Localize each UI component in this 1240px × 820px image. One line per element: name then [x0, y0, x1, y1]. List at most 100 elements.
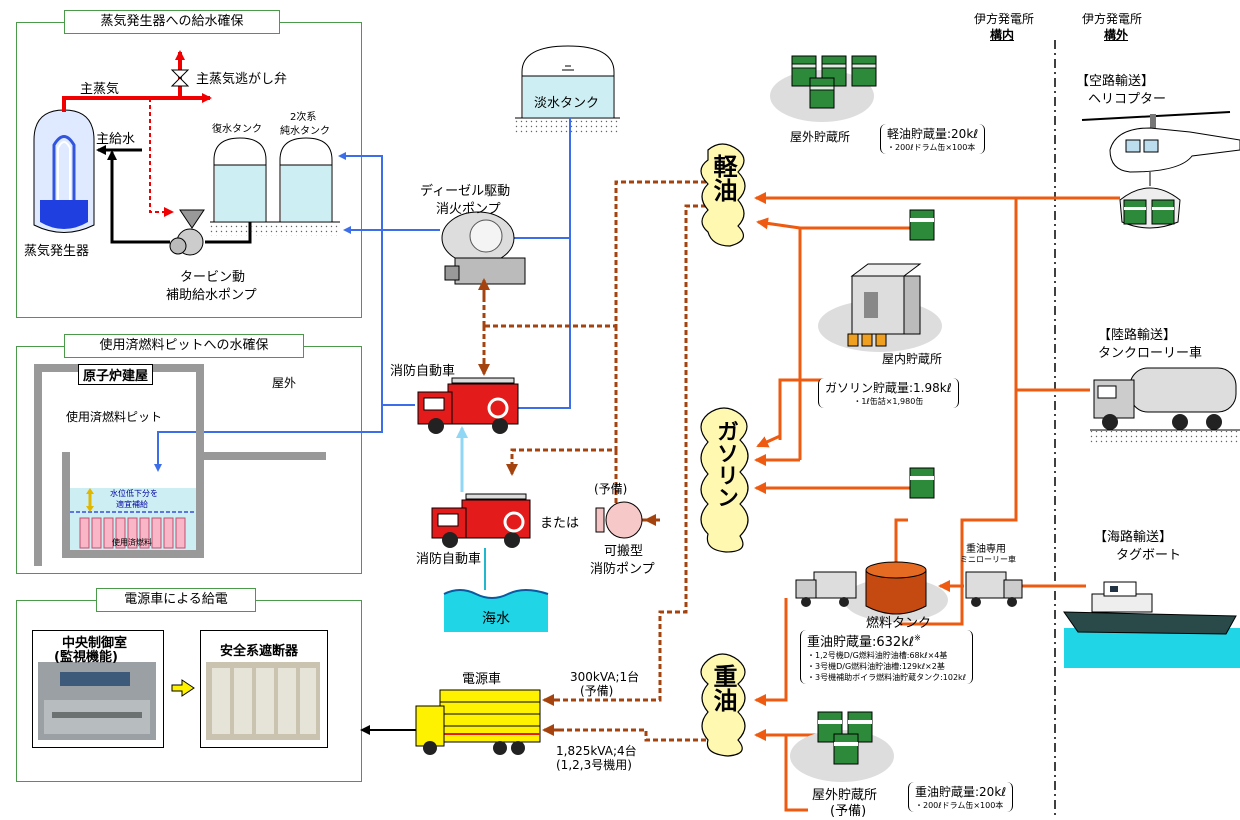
heavy-oil-label: 重油: [709, 664, 737, 712]
main-feed-label: 主給水: [96, 132, 136, 147]
drums-outdoor-bottom: [790, 711, 894, 782]
site-inside-sub-label: 構内: [990, 28, 1015, 42]
condensate-tank-drawing: [213, 137, 267, 223]
light-oil-amount: 軽油貯蔵量:20kℓ: [887, 127, 979, 141]
mini-lorry-drawing: [965, 571, 1023, 607]
sfp-building-drawing: [34, 364, 326, 566]
control-room-label-2: (監視機能): [54, 650, 118, 665]
truck-small-label-1: 300kVA;1台: [570, 670, 640, 684]
steam-generator-label: 蒸気発生器: [24, 244, 90, 259]
indoor-storage-label: 屋内貯蔵所: [882, 352, 943, 366]
land-transport-title: 【陸路輸送】: [1098, 328, 1177, 343]
spent-fuel-label: 使用済燃料: [112, 538, 152, 547]
breaker-photo: [206, 662, 320, 740]
secondary-tank-label-2: 純水タンク: [280, 126, 330, 137]
sea-transport-title: 【海路輸送】: [1094, 530, 1173, 545]
light-oil-cloud: [700, 143, 746, 247]
site-inside-label: 伊方発電所: [974, 12, 1035, 26]
drum-light-oil: [909, 209, 935, 241]
mini-lorry-label-2: ミニローリー車: [960, 555, 1016, 564]
panel-sg-title: 蒸気発生器への給水確保: [64, 10, 280, 34]
tugboat-drawing: [1063, 581, 1240, 668]
helicopter-drawing: [1081, 111, 1240, 229]
power-truck-drawing: [415, 689, 541, 755]
gasoline-detail: ・1ℓ缶詰×1,980缶: [853, 397, 924, 406]
heavy-oil-spare-info-box: 重油貯蔵量:20kℓ ・200ℓドラム缶×100本: [908, 782, 1014, 812]
tank-lorry-small-left: [795, 571, 857, 607]
portable-pump-label-2: 消防ポンプ: [590, 562, 655, 577]
site-outside-sub-label: 構外: [1104, 28, 1129, 42]
heavy-oil-spare-amount: 重油貯蔵量:20kℓ: [915, 785, 1007, 799]
fuel-tank-drawing: [844, 561, 948, 622]
main-steam-label: 主蒸気: [80, 82, 120, 97]
refill-label-2: 適宜補給: [116, 500, 148, 509]
tugboat-label: タグボート: [1116, 548, 1182, 563]
truck-small-label-2: (予備): [580, 684, 614, 698]
fire-truck-2-label: 消防自動車: [416, 552, 482, 567]
seawater-drawing: [443, 589, 549, 632]
control-room-label-1: 中央制御室: [62, 636, 128, 651]
site-outside-label: 伊方発電所: [1082, 12, 1143, 26]
condensate-tank-label: 復水タンク: [212, 124, 262, 135]
fuel-tank-label: 燃料タンク: [866, 616, 932, 631]
turbine-pump-label-1: タービン動: [180, 270, 246, 285]
outdoor-storage-top-label: 屋外貯蔵所: [790, 130, 851, 144]
light-oil-label: 軽油: [709, 154, 737, 202]
light-oil-detail: ・200ℓドラム缶×100本: [887, 143, 976, 152]
drums-outdoor-top: [770, 55, 877, 122]
refill-label-1: 水位低下分を: [110, 489, 158, 498]
pure-water-supply-line: [338, 152, 440, 231]
power-truck-label: 電源車: [462, 672, 502, 687]
panel-sfp-title: 使用済燃料ピットへの水確保: [64, 334, 304, 358]
fresh-water-tank-drawing: [515, 45, 620, 133]
pure-water-tank-drawing: [279, 137, 333, 223]
sfp-supply-line: [154, 404, 415, 472]
truck-large-label-2: (1,2,3号機用): [556, 758, 632, 772]
heavy-oil-amount: 重油貯蔵量:632kℓ: [807, 635, 915, 650]
indoor-storage-drawing: [818, 263, 942, 352]
seawater-label: 海水: [482, 611, 510, 627]
fire-truck-1-drawing: [417, 377, 519, 434]
heavy-oil-cloud: [700, 653, 746, 757]
diesel-pump-drawing: [441, 211, 526, 285]
fire-truck-1-label: 消防自動車: [390, 364, 456, 379]
outdoor-storage-bottom-label-1: 屋外貯蔵所: [812, 788, 878, 803]
sfp-label: 使用済燃料ピット: [66, 410, 163, 424]
gasoline-cloud: [700, 407, 749, 553]
heavy-oil-spare-detail: ・200ℓドラム缶×100本: [915, 801, 1004, 810]
heavy-oil-info-box: 重油貯蔵量:632kℓ※ ・1,2号機D/G燃料油貯油槽:68kℓ×4基 ・3号…: [800, 630, 973, 684]
main-steam-line: [62, 93, 212, 112]
relief-valve-label: 主蒸気逃がし弁: [196, 72, 288, 87]
gasoline-info-box: ガソリン貯蔵量:1.98kℓ ・1ℓ缶詰×1,980缶: [818, 378, 959, 408]
secondary-tank-label-1: 2次系: [290, 112, 317, 123]
helicopter-label: ヘリコプター: [1088, 92, 1167, 107]
air-transport-title: 【空路輸送】: [1076, 74, 1155, 89]
steam-generator-drawing: [33, 109, 95, 233]
drum-gasoline: [909, 467, 935, 499]
outdoor-label: 屋外: [272, 376, 297, 390]
tank-lorry-label: タンクローリー車: [1098, 346, 1203, 361]
heavy-oil-note-mark: ※: [914, 633, 921, 643]
portable-pump-label-1: 可搬型: [604, 544, 644, 559]
tank-lorry-drawing: [1090, 367, 1240, 443]
diesel-pump-label-1: ディーゼル駆動: [420, 184, 511, 199]
truck-large-label-1: 1,825kVA;4台: [556, 744, 637, 758]
reserve-label: (予備): [594, 482, 628, 496]
fresh-tank-label: 淡水タンク: [534, 96, 600, 111]
heavy-oil-detail-1: ・1,2号機D/G燃料油貯油槽:68kℓ×4基: [807, 651, 948, 660]
reactor-building-label: 原子炉建屋: [78, 364, 154, 385]
panel-power-title: 電源車による給電: [96, 588, 256, 612]
mini-lorry-label-1: 重油専用: [966, 544, 1006, 555]
diesel-pump-label-2: 消火ポンプ: [436, 202, 501, 217]
heavy-oil-detail-2: ・3号機D/G燃料油貯油槽:129kℓ×2基: [807, 662, 945, 671]
turbine-pump-label-2: 補助給水ポンプ: [166, 288, 257, 303]
or-label: または: [540, 516, 580, 531]
fire-truck-2-drawing: [431, 493, 531, 548]
breaker-label: 安全系遮断器: [220, 644, 299, 659]
heavy-oil-detail-3: ・3号機補助ボイラ燃料油貯蔵タンク:102kℓ: [807, 673, 966, 682]
gasoline-label: ガソリン: [713, 420, 738, 508]
control-room-photo: [38, 662, 156, 740]
turbine-pump-icon: [169, 209, 205, 256]
gasoline-amount: ガソリン貯蔵量:1.98kℓ: [825, 381, 952, 395]
